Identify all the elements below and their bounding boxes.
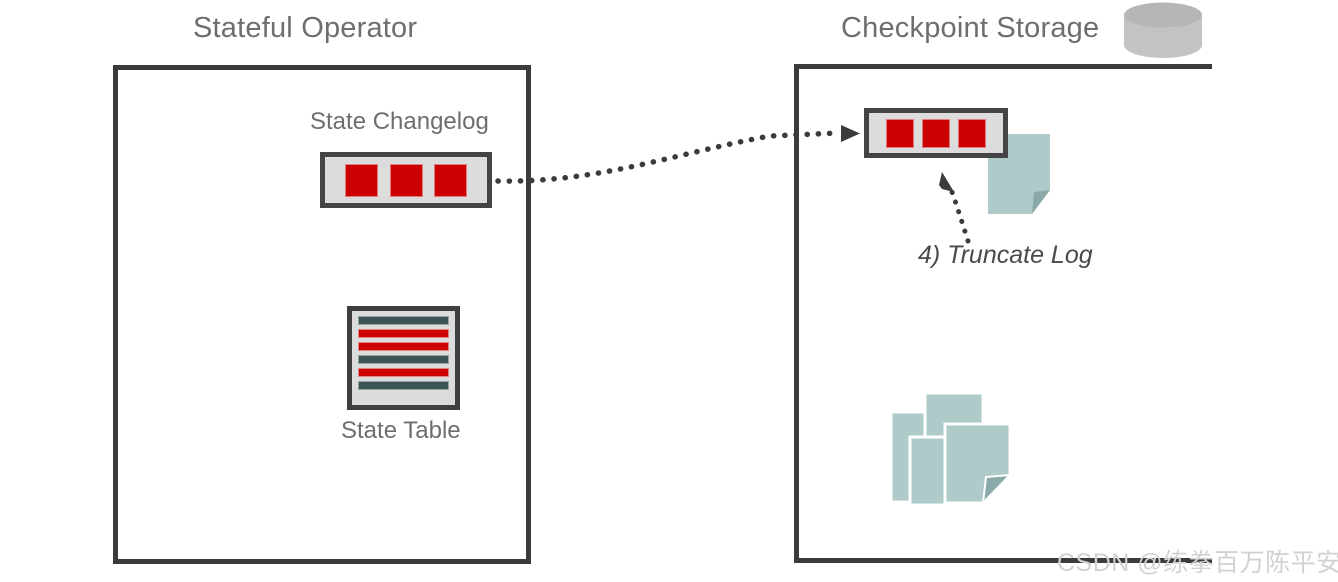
state-table-row <box>358 342 449 351</box>
panel-stateful-operator <box>113 65 531 564</box>
state-table-row <box>358 381 449 390</box>
document-stack-icon <box>889 391 1013 508</box>
state-changelog-widget <box>320 152 492 208</box>
panel-title-stateful-operator: Stateful Operator <box>193 12 418 44</box>
panel-title-checkpoint-storage: Checkpoint Storage <box>841 12 1100 44</box>
annotation-truncate-log: 4) Truncate Log <box>918 241 1093 269</box>
state-table-widget <box>347 306 460 410</box>
changelog-segment <box>433 163 467 197</box>
label-state-table: State Table <box>341 417 461 444</box>
label-state-changelog: State Changelog <box>310 108 489 135</box>
database-cylinder-icon <box>1124 2 1202 58</box>
changelog-segment <box>922 118 950 148</box>
panel-checkpoint-storage <box>794 64 1212 563</box>
checkpoint-changelog-widget <box>864 108 1008 158</box>
changelog-segment <box>345 163 379 197</box>
changelog-segment <box>958 118 986 148</box>
state-table-row <box>358 355 449 364</box>
state-table-row <box>358 316 449 325</box>
changelog-segment <box>886 118 914 148</box>
state-table-row <box>358 368 449 377</box>
state-table-row <box>358 329 449 338</box>
changelog-segment <box>389 163 423 197</box>
watermark-text: CSDN @练拳百万陈平安 <box>1057 549 1338 577</box>
